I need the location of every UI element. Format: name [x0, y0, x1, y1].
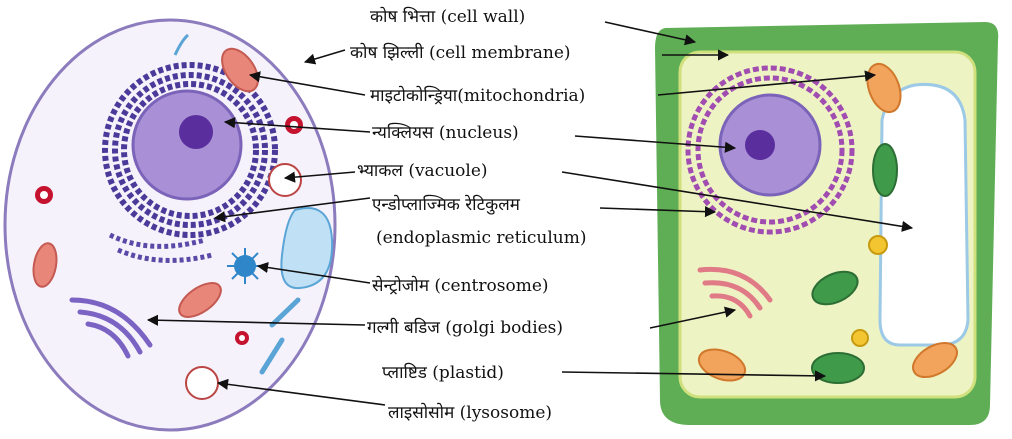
label-er-line1: एन्डोप्लाज्मिक रेटिकुलम: [372, 194, 521, 215]
plant-cell: [655, 22, 998, 425]
animal-vacuole: [269, 164, 301, 196]
label-vacuole: भ्याकल (vacuole): [357, 161, 488, 181]
label-cell-wall: कोष भित्ता (cell wall): [370, 6, 525, 27]
plant-vacuole: [880, 84, 968, 345]
labels: कोष भित्ता (cell wall) कोष झिल्ली (cell …: [350, 6, 586, 423]
arrow-cell-membrane-left: [305, 50, 345, 62]
plant-nucleolus: [745, 130, 775, 160]
label-golgi: गल्गी बडिज (golgi bodies): [367, 317, 563, 338]
label-plastid: प्लाष्टिड (plastid): [382, 362, 504, 383]
label-nucleus: न्यक्लियस (nucleus): [372, 122, 519, 143]
animal-nucleolus: [179, 115, 213, 149]
label-mitochondria: माइटोकोन्ड्रिया(mitochondria): [370, 85, 585, 106]
label-centrosome: सेन्ट्रोजोम (centrosome): [372, 275, 549, 296]
label-lysosome: लाइसोसोम (lysosome): [388, 402, 552, 423]
animal-centrosome: [227, 248, 263, 284]
label-er-line2: (endoplasmic reticulum): [376, 228, 586, 248]
animal-lysosome: [186, 367, 218, 399]
label-cell-membrane: कोष झिल्ली (cell membrane): [350, 42, 571, 63]
